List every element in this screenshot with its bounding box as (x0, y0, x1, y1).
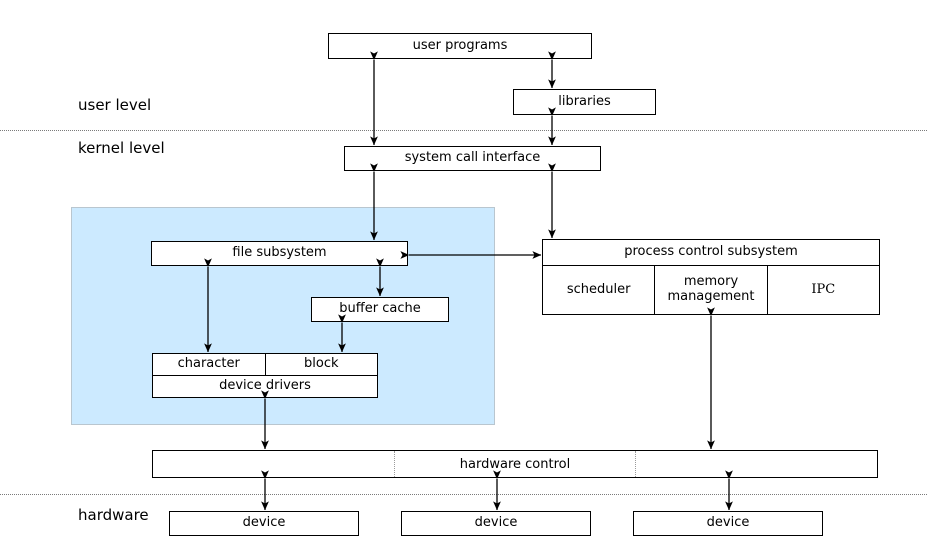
box-libraries[interactable]: libraries (513, 89, 656, 115)
box-user-programs[interactable]: user programs (328, 33, 592, 59)
box-file-subsystem[interactable]: file subsystem (151, 241, 408, 266)
box-buffer-cache[interactable]: buffer cache (311, 297, 449, 322)
hardware-control-section-right (635, 451, 877, 477)
cell-scheduler[interactable]: scheduler (566, 281, 631, 297)
hardware-control-section-left (153, 451, 394, 477)
cell-device-drivers[interactable]: device drivers (219, 378, 311, 394)
level-label-kernel: kernel level (78, 139, 165, 157)
level-label-hardware: hardware (78, 506, 149, 524)
cell-memory-management[interactable]: memory management (654, 266, 766, 314)
hardware-control-label: hardware control (393, 451, 636, 477)
device-drivers-row: device drivers (153, 375, 377, 397)
box-device-1[interactable]: device (169, 511, 359, 536)
box-hardware-control[interactable]: hardware control (152, 450, 878, 478)
driver-types-row: character block (153, 354, 377, 375)
divider-user-kernel (0, 130, 927, 131)
box-system-call-interface[interactable]: system call interface (344, 146, 601, 171)
level-label-user: user level (78, 96, 152, 114)
cell-process-control-subsystem[interactable]: process control subsystem (624, 244, 798, 260)
process-control-subsystem-group: process control subsystem scheduler memo… (542, 239, 880, 315)
box-device-2[interactable]: device (401, 511, 591, 536)
box-device-3[interactable]: device (633, 511, 823, 536)
cell-character[interactable]: character (177, 356, 240, 372)
cell-ipc[interactable]: IPC (766, 266, 879, 314)
divider-kernel-hardware (0, 494, 927, 495)
process-control-components-row: scheduler memory management IPC (543, 265, 879, 314)
process-control-title-row: process control subsystem (543, 240, 879, 265)
device-drivers-group: character block device drivers (152, 353, 378, 398)
cell-block[interactable]: block (264, 354, 378, 375)
